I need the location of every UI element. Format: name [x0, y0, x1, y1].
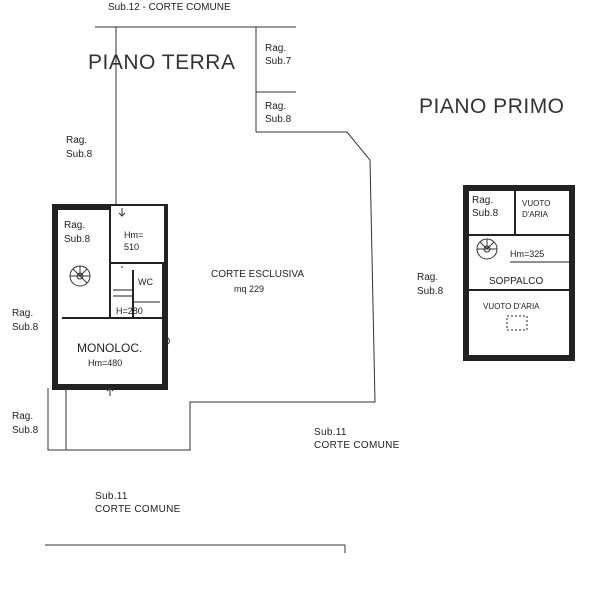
- sub8-label: Sub.8: [265, 114, 292, 125]
- sub8-label: Sub.8: [12, 425, 39, 436]
- monoloc-label: MONOLOC.: [77, 341, 143, 355]
- first-floor-building: [463, 185, 575, 361]
- vuoto-daria-label: VUOTO D'ARIA: [483, 302, 540, 311]
- corte-esclusiva-outline: [47, 131, 376, 451]
- rag-label: Rag.: [12, 411, 34, 422]
- rag-label: Rag.: [472, 195, 494, 206]
- sub11-label: Sub.11: [95, 491, 128, 502]
- hm325-label: Hm=325: [510, 249, 545, 259]
- spiral-staircase-first: [476, 238, 498, 260]
- sub12-corte-label: Sub.12 - CORTE COMUNE: [108, 2, 231, 13]
- sub7-label: Sub.7: [265, 56, 292, 67]
- rag-label: Rag.: [12, 308, 34, 319]
- rag-label: Rag.: [64, 220, 86, 231]
- rag-label: Rag.: [66, 135, 88, 146]
- piano-terra-title: PIANO TERRA: [88, 51, 236, 74]
- daria-label: D'ARIA: [522, 210, 548, 219]
- area-label: mq 229: [234, 284, 265, 294]
- rag-label: Rag.: [265, 101, 287, 112]
- sub8-label: Sub.8: [417, 286, 444, 297]
- vuoto-label: VUOTO: [522, 199, 551, 208]
- sub8-label: Sub.8: [66, 149, 93, 160]
- room-hm510: [109, 204, 166, 264]
- entrance-marks: [65, 208, 170, 450]
- wc-label: WC: [138, 277, 153, 287]
- sub11-label: Sub.11: [314, 427, 347, 438]
- rag-label: Rag.: [265, 43, 287, 54]
- corte-comune-label: CORTE COMUNE: [314, 440, 400, 451]
- void-marker: [506, 315, 528, 331]
- first-floor-outer-wall: [463, 185, 575, 361]
- hm-value: 510: [124, 242, 140, 252]
- sub8-label: Sub.8: [64, 234, 91, 245]
- rag-label: Rag.: [417, 272, 439, 283]
- h280-label: H=280: [116, 306, 143, 316]
- hm-label: Hm=: [124, 230, 144, 240]
- corte-comune-label: CORTE COMUNE: [95, 504, 181, 515]
- corte-esclusiva-label: CORTE ESCLUSIVA: [211, 269, 304, 280]
- sub8-label: Sub.8: [472, 208, 499, 219]
- ground-floor-building: [52, 204, 168, 390]
- spiral-staircase-ground: [69, 265, 91, 287]
- soppalco-label: SOPPALCO: [489, 276, 544, 287]
- sub8-label: Sub.8: [12, 322, 39, 333]
- piano-primo-title: PIANO PRIMO: [419, 95, 565, 118]
- hm480-label: Hm=480: [88, 358, 123, 368]
